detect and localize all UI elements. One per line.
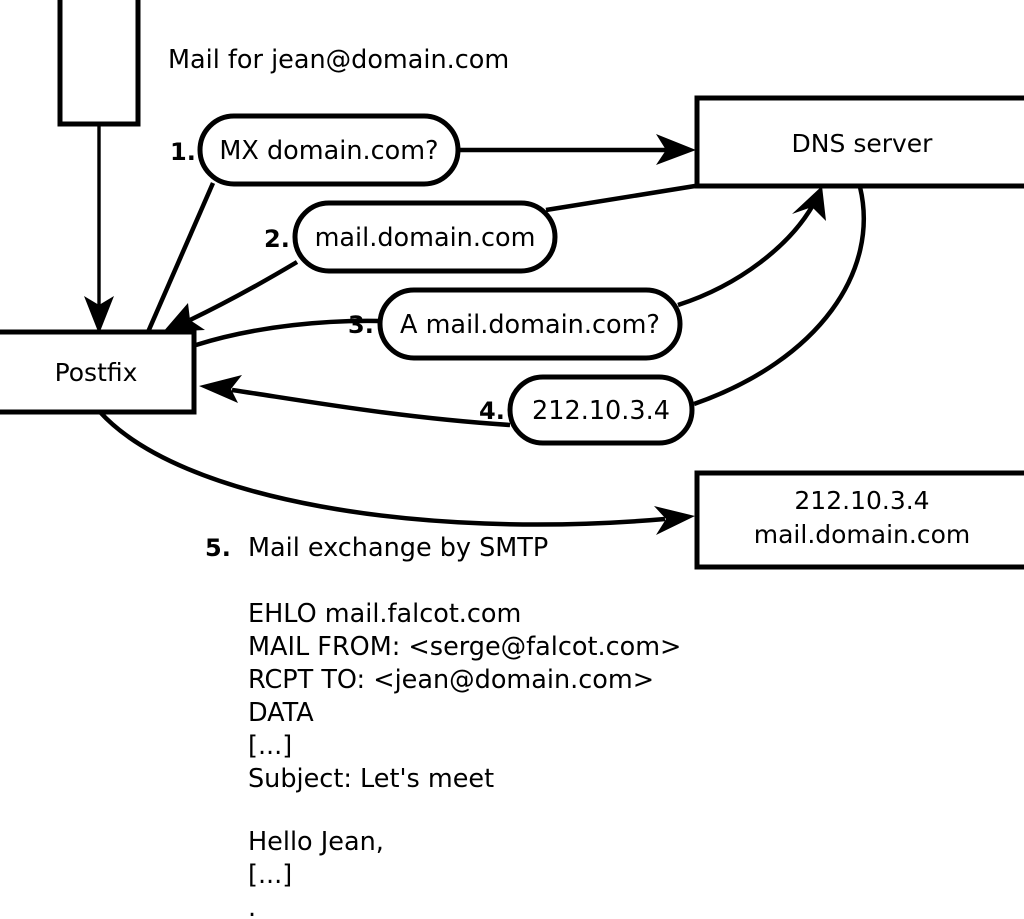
node-mailserver-box [694,470,1024,570]
node-mailserver-hostname: mail.domain.com [754,520,970,549]
edge-step1-bubble-to-dns [458,134,696,165]
transcript-line: [...] [248,731,292,761]
node-dns-label: DNS server [792,129,934,158]
step-number-2: 2. [264,225,290,253]
bubble-step-2 [292,200,558,274]
node-postfix-box [0,329,197,415]
transcript-line: DATA [248,698,314,728]
step-label-4: 212.10.3.4 [532,396,670,426]
transcript-line: RCPT TO: <jean@domain.com> [248,665,654,695]
smtp-transcript: EHLO mail.falcot.com MAIL FROM: <serge@f… [248,599,681,919]
step-number-1: 1. [170,138,196,166]
edge-client-to-postfix [84,124,114,334]
node-postfix-label: Postfix [55,358,138,387]
node-mailserver-ip: 212.10.3.4 [794,486,929,515]
node-dns-box [694,95,1024,189]
node-client-box [57,0,141,127]
edge-step5-postfix-to-mailserver [98,410,695,535]
step-label-2: mail.domain.com [315,223,536,253]
edge-step2-dns-to-bubble [545,183,696,213]
edge-step2-bubble-to-postfix [163,260,299,332]
step-label-5: Mail exchange by SMTP [248,533,548,563]
edge-step1-postfix-to-bubble [145,182,216,333]
edge-step4-bubble-to-postfix [199,375,511,428]
transcript-line: [...] [248,860,292,890]
transcript-line: EHLO mail.falcot.com [248,599,521,629]
step-number-5: 5. [205,534,231,562]
bubble-step-3 [377,287,683,361]
diagram-title: Mail for jean@domain.com [168,45,509,75]
edge-step3-bubble-to-dns [677,186,826,308]
transcript-line: MAIL FROM: <serge@falcot.com> [248,632,681,662]
edge-step4-dns-to-bubble [693,186,866,407]
transcript-line: Hello Jean, [248,827,384,857]
step-number-4: 4. [479,397,505,425]
transcript-line: . [248,893,256,919]
step-number-3: 3. [348,311,374,339]
bubble-step-1 [197,113,461,187]
bubble-step-4 [507,374,695,446]
step-label-1: MX domain.com? [219,136,438,166]
step-label-3: A mail.domain.com? [400,310,660,340]
edge-step3-postfix-to-bubble [195,318,381,348]
transcript-line: Subject: Let's meet [248,764,494,794]
